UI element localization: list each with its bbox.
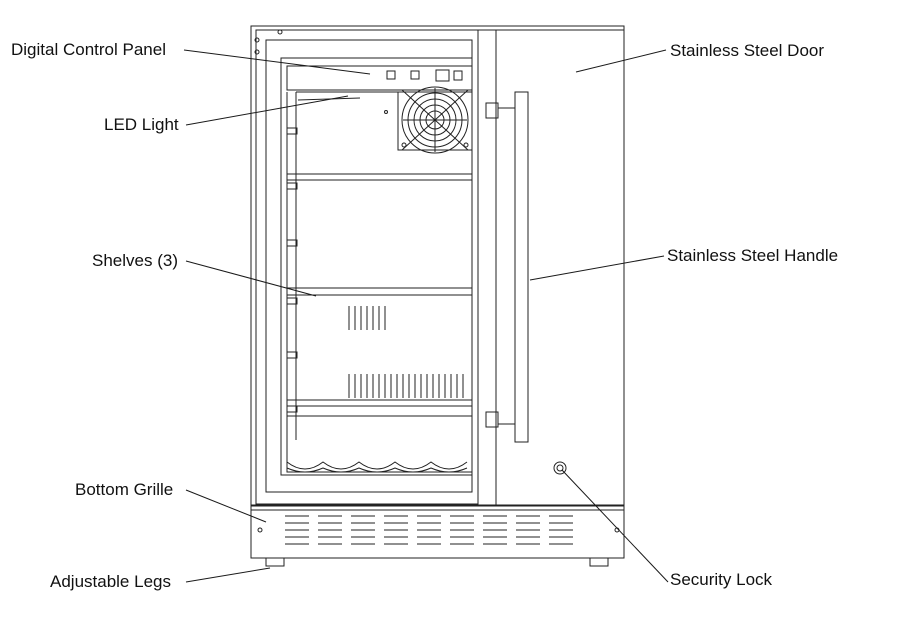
lock xyxy=(553,461,567,475)
bottle-rack xyxy=(286,415,473,473)
label-adjustable-legs: Adjustable Legs xyxy=(50,572,171,591)
label-security-lock: Security Lock xyxy=(670,570,773,589)
label-stainless-steel-door: Stainless Steel Door xyxy=(670,41,825,60)
door xyxy=(477,29,625,507)
interior-frame xyxy=(265,39,473,493)
label-digital-control-panel: Digital Control Panel xyxy=(11,40,166,59)
handle xyxy=(498,91,529,443)
bottom-grille xyxy=(250,505,625,559)
label-stainless-steel-handle: Stainless Steel Handle xyxy=(667,246,839,265)
label-led-light: LED Light xyxy=(104,115,179,134)
rear-vents xyxy=(348,306,464,398)
adjustable-legs xyxy=(265,557,609,567)
leader-lines xyxy=(183,49,669,583)
fan xyxy=(384,86,473,154)
label-bottom-grille: Bottom Grille xyxy=(75,480,174,499)
shelves xyxy=(286,127,472,413)
label-shelves: Shelves (3) xyxy=(92,251,178,270)
cabinet-body xyxy=(250,25,625,506)
